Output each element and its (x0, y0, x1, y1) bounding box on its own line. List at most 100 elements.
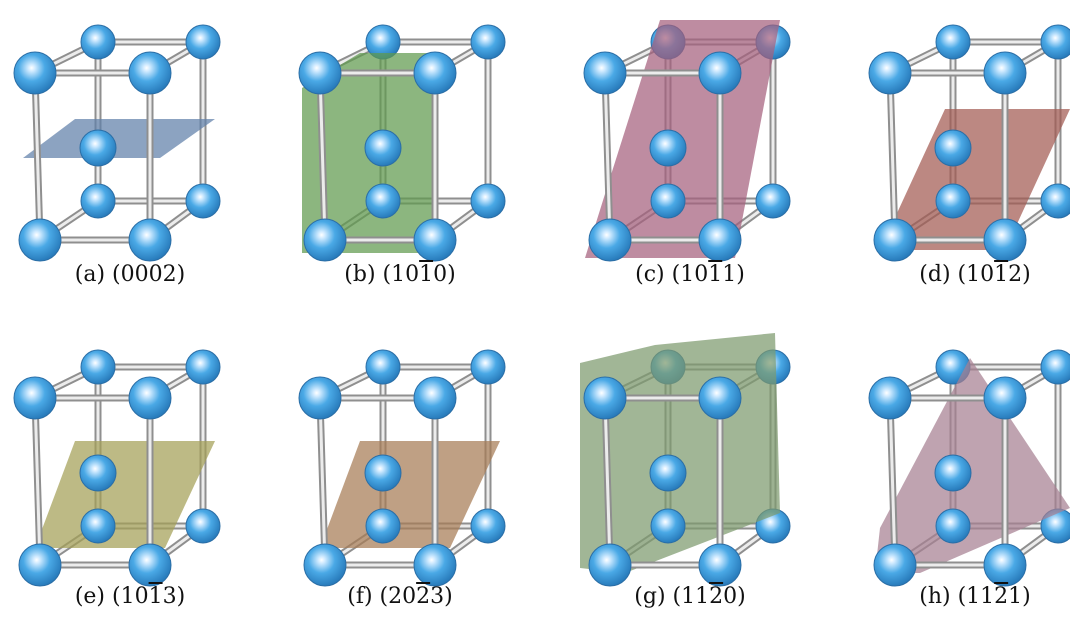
atom-sphere (1040, 24, 1070, 60)
bond-rod-highlight (888, 71, 897, 242)
atom-sphere (935, 183, 971, 219)
atom-sphere (650, 508, 686, 544)
atom-sphere (1040, 349, 1070, 385)
atom-sphere (698, 376, 742, 420)
miller-index-digit: 11 (681, 584, 710, 609)
atom-sphere (1040, 183, 1070, 219)
unit-cell-panel (13, 24, 221, 262)
atom-sphere (698, 543, 742, 587)
bond-rod-highlight (33, 71, 42, 242)
atom-sphere (868, 376, 912, 420)
atom-sphere (79, 454, 117, 492)
atom-sphere (18, 543, 62, 587)
atom-sphere (588, 218, 632, 262)
unit-cell-panel (298, 349, 506, 587)
panel-caption: (e) (1013) (74, 584, 186, 609)
atom-sphere (470, 24, 506, 60)
miller-index-digit: 1 (419, 262, 434, 287)
atom-sphere (298, 376, 342, 420)
atom-sphere (868, 51, 912, 95)
miller-index-digit: 10 (120, 584, 149, 609)
crystal-plane (875, 358, 1070, 573)
caption-letter: (d) (919, 262, 951, 287)
atom-sphere (470, 508, 506, 544)
panel-caption: (g) (1120) (634, 584, 746, 609)
atom-sphere (755, 183, 791, 219)
miller-index-digit: 2 (994, 584, 1009, 609)
atom-sphere (303, 543, 347, 587)
atom-sphere (873, 218, 917, 262)
atom-sphere (364, 129, 402, 167)
miller-index-digit: 1 (708, 262, 723, 287)
atom-sphere (470, 183, 506, 219)
bond-rod-highlight (888, 396, 897, 567)
atom-sphere (934, 129, 972, 167)
atom-sphere (365, 183, 401, 219)
bond-rod-highlight (603, 396, 612, 567)
atom-sphere (983, 376, 1027, 420)
unit-cell-panel (13, 349, 221, 587)
atom-sphere (413, 376, 457, 420)
atom-sphere (583, 376, 627, 420)
caption-letter: (f) (347, 584, 373, 609)
crystal-plane (35, 441, 215, 548)
atom-sphere (873, 543, 917, 587)
atom-sphere (13, 51, 57, 95)
caption-letter: (g) (634, 584, 666, 609)
atom-sphere (650, 183, 686, 219)
atom-sphere (983, 51, 1027, 95)
atom-sphere (649, 129, 687, 167)
atom-sphere (80, 24, 116, 60)
bond-rod-highlight (603, 71, 612, 242)
miller-index-digit: 1 (1008, 584, 1023, 609)
atom-sphere (185, 24, 221, 60)
miller-index-digit: 10 (966, 262, 995, 287)
miller-index-digit: 0002 (120, 262, 177, 287)
crystal-plane (880, 109, 1070, 250)
miller-index-digit: 11 (966, 584, 995, 609)
atom-sphere (185, 508, 221, 544)
unit-cell-panel (868, 349, 1070, 587)
atom-sphere (128, 51, 172, 95)
atom-sphere (649, 454, 687, 492)
atom-sphere (79, 129, 117, 167)
miller-index-digit: 2 (1008, 262, 1023, 287)
miller-index-digit: 1 (722, 262, 737, 287)
miller-index-digit: 3 (162, 584, 177, 609)
unit-cell-panel (583, 20, 791, 262)
atom-sphere (128, 218, 172, 262)
miller-index-digit: 2 (709, 584, 724, 609)
atom-sphere (983, 543, 1027, 587)
atom-sphere (935, 24, 971, 60)
atom-sphere (80, 349, 116, 385)
miller-index-digit: 20 (388, 584, 417, 609)
atom-sphere (983, 218, 1027, 262)
miller-index-digit: 1 (994, 262, 1009, 287)
atom-sphere (588, 543, 632, 587)
atom-sphere (80, 183, 116, 219)
panel-caption: (a) (0002) (74, 262, 186, 287)
panel-caption: (f) (2023) (347, 584, 453, 609)
atom-sphere (13, 376, 57, 420)
atom-sphere (303, 218, 347, 262)
unit-cell-panel (298, 24, 506, 262)
caption-letter: (h) (919, 584, 951, 609)
atom-sphere (185, 349, 221, 385)
atom-sphere (413, 543, 457, 587)
miller-index-digit: 0 (433, 262, 448, 287)
caption-letter: (e) (74, 584, 105, 609)
atom-sphere (128, 543, 172, 587)
panel-caption: (d) (1012) (919, 262, 1031, 287)
bond-rod-highlight (318, 71, 327, 242)
miller-index-digit: 3 (430, 584, 445, 609)
atom-sphere (413, 218, 457, 262)
miller-index-digit: 10 (680, 262, 709, 287)
atom-sphere (128, 376, 172, 420)
bond-rod-highlight (33, 396, 42, 567)
caption-letter: (a) (74, 262, 106, 287)
miller-index-digit: 0 (723, 584, 738, 609)
atom-sphere (298, 51, 342, 95)
panel-caption: (b) (1010) (344, 262, 456, 287)
atom-sphere (413, 51, 457, 95)
